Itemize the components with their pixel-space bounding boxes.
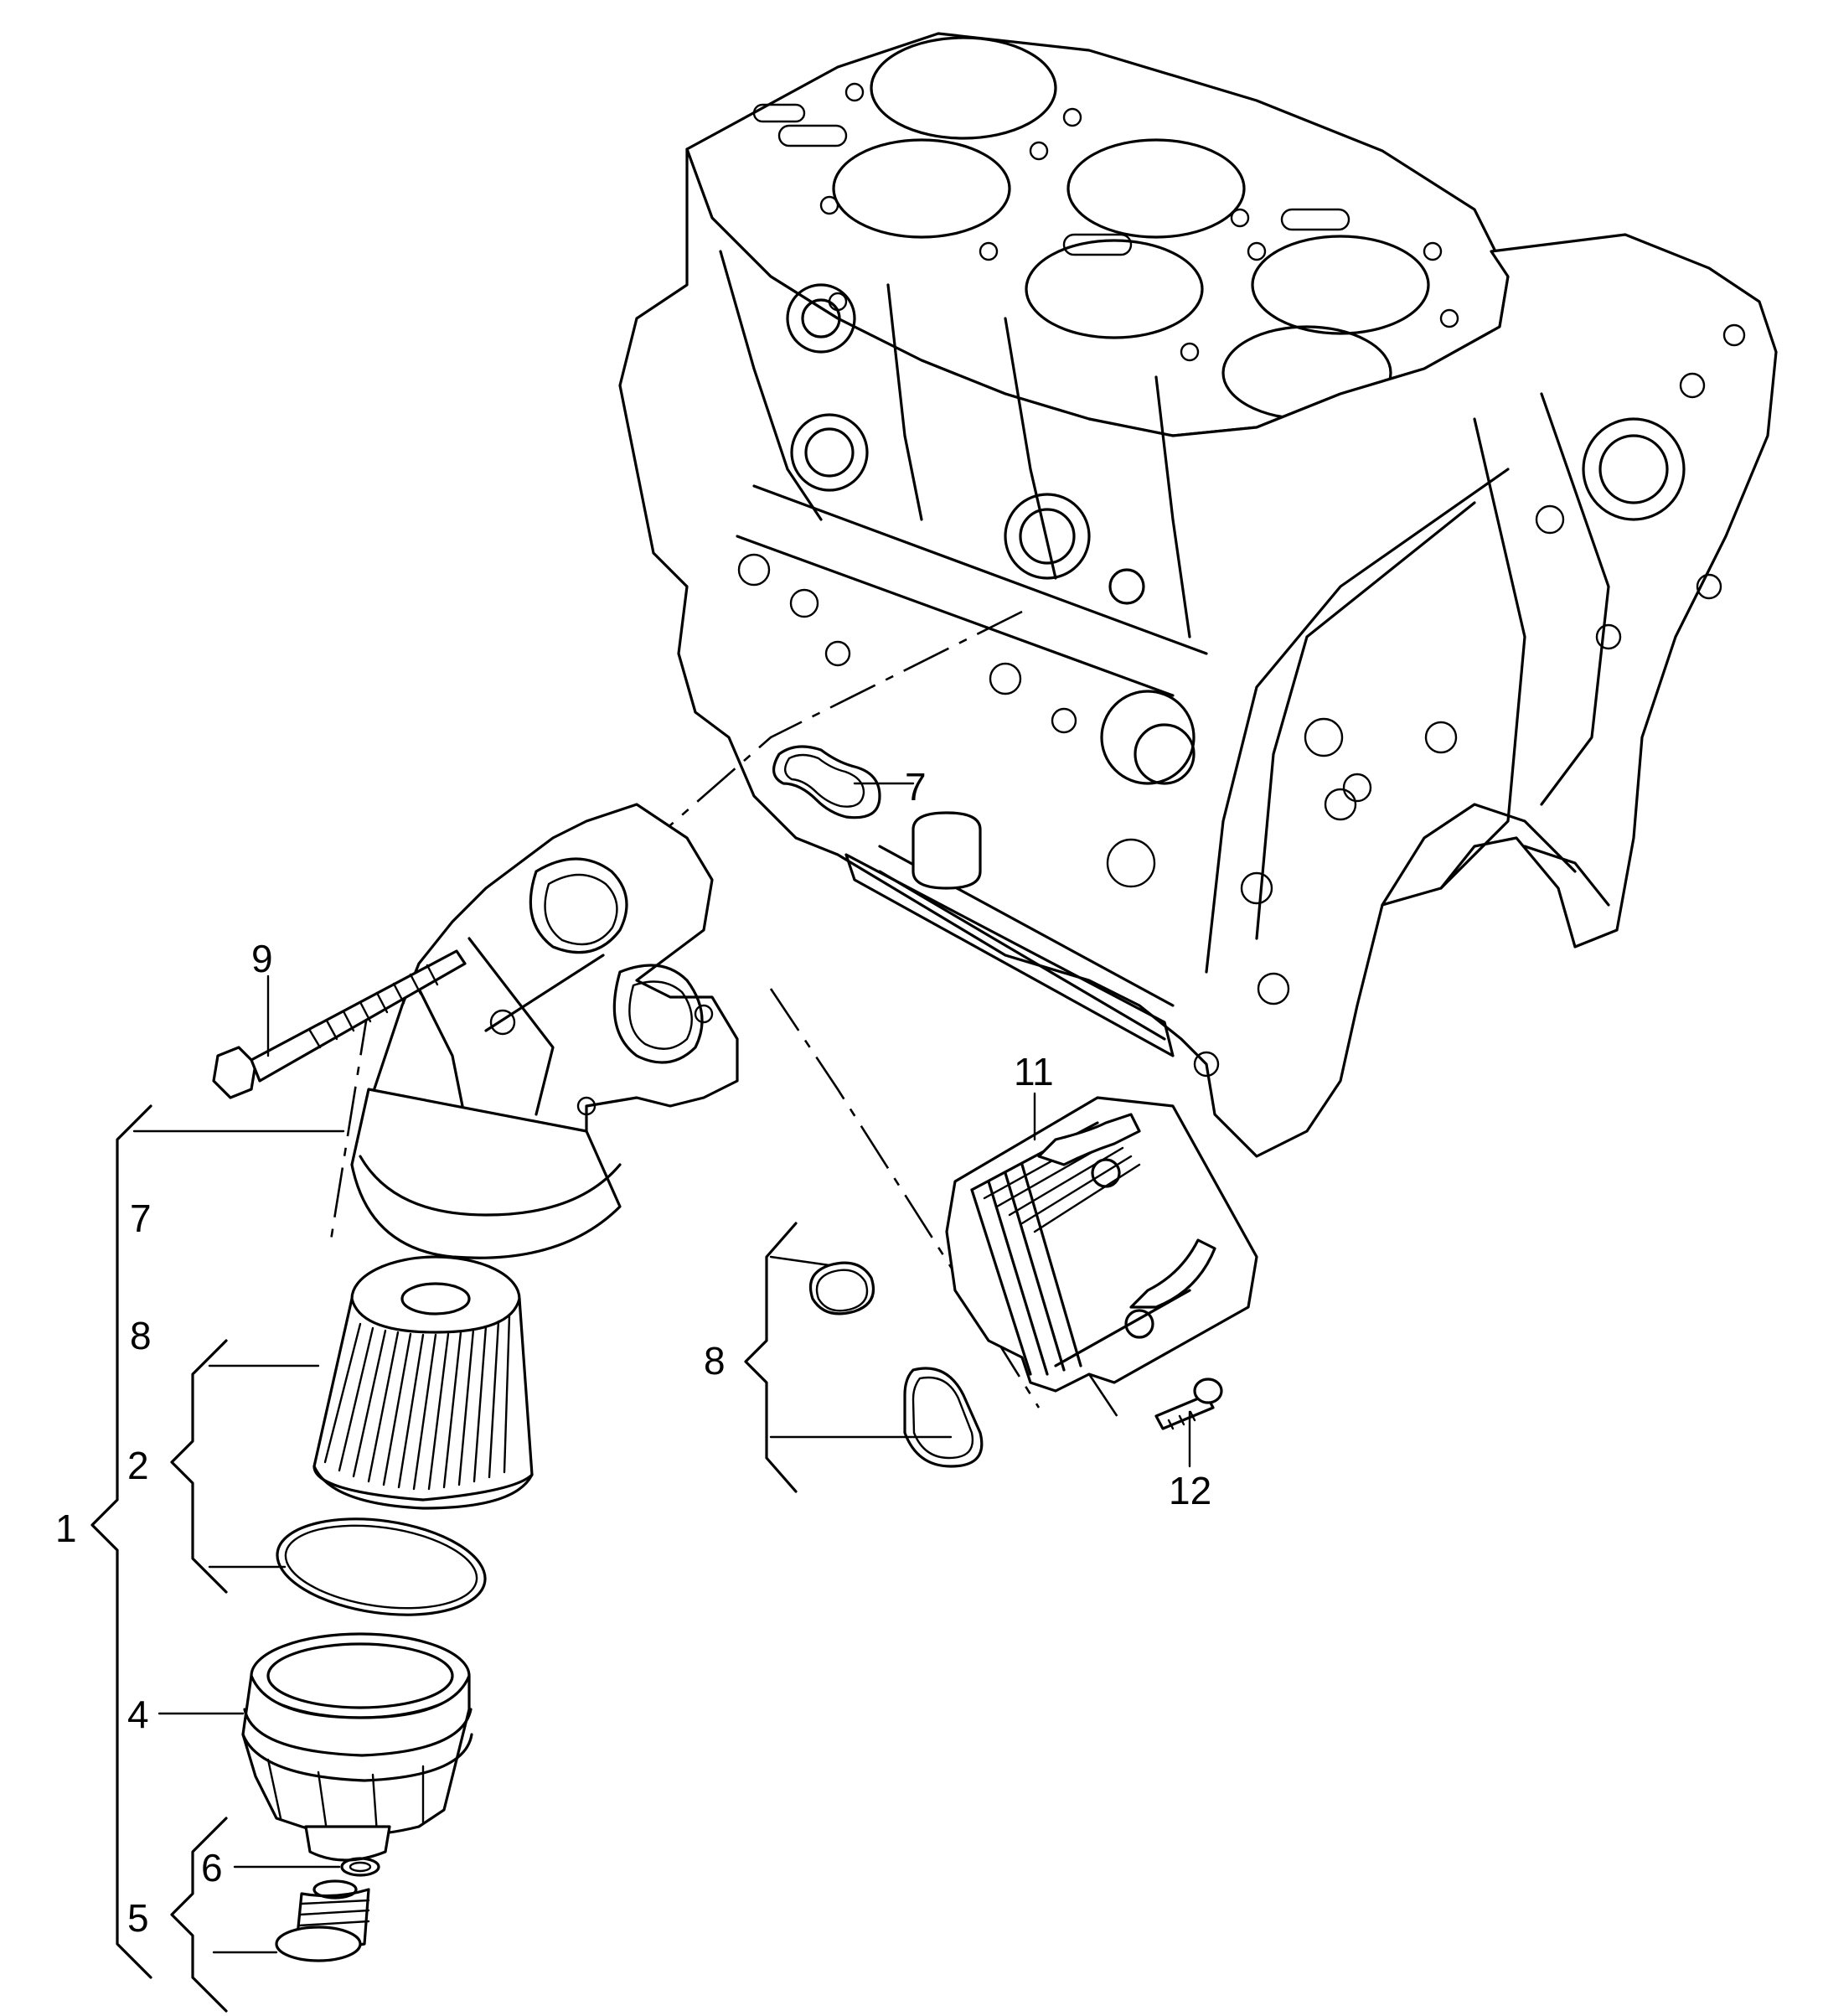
oil-cooler: [945, 1096, 1258, 1393]
callout-12: 12: [1169, 1469, 1211, 1512]
cylinder-bore: [1066, 138, 1246, 239]
o-ring-large: [276, 1517, 487, 1616]
callout-8-bracket: 8: [130, 1314, 152, 1357]
cylinder-bore: [832, 138, 1011, 239]
gasket-upper: [772, 745, 881, 819]
oil-filter-cover: [241, 1632, 473, 1862]
cylinder-bore: [870, 36, 1057, 140]
leader-lines: [132, 782, 1191, 1954]
housing-bolt: [212, 949, 467, 1099]
callout-7-bracket: 7: [130, 1197, 152, 1240]
callout-7-gasket: 7: [905, 765, 927, 809]
callout-9: 9: [251, 937, 273, 980]
engine-block: [618, 32, 1778, 1158]
callout-6: 6: [201, 1846, 223, 1889]
cylinder-bore: [1251, 235, 1430, 335]
oil-filter-element: [312, 1255, 534, 1510]
callout-11: 11: [1014, 1050, 1054, 1093]
callout-5: 5: [127, 1896, 149, 1940]
oil-filter-housing: [350, 803, 739, 1259]
bracket-8: [744, 1222, 798, 1493]
drain-plug: [275, 1879, 370, 1962]
callout-8-gaskets: 8: [704, 1339, 726, 1383]
bracket-5: [170, 1817, 228, 2013]
callout-1: 1: [55, 1507, 77, 1550]
callout-4: 4: [127, 1693, 149, 1736]
gasket-pair: [808, 1261, 984, 1468]
callout-2: 2: [127, 1444, 149, 1487]
bracket-2: [170, 1339, 228, 1594]
cooler-bolt: [1154, 1378, 1223, 1430]
bracket-1: [90, 1104, 152, 1979]
cylinder-bore: [1025, 239, 1204, 339]
drain-seal: [340, 1857, 380, 1877]
